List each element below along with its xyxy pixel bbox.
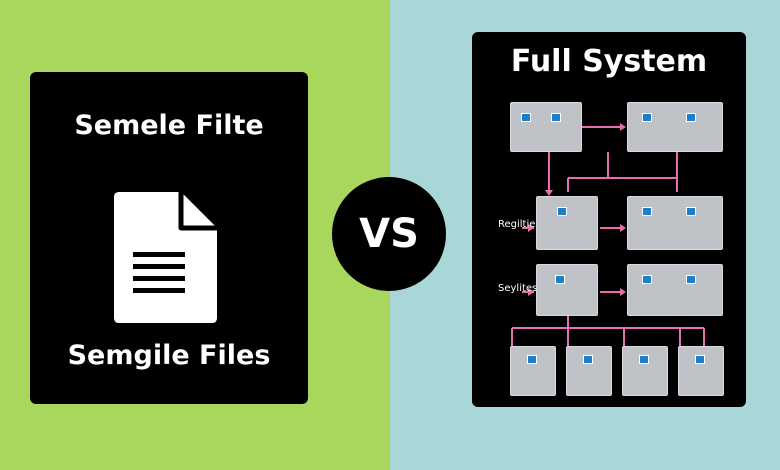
left-panel-caption: Semgile Files [67, 340, 271, 371]
arrowhead-down-left [545, 190, 553, 196]
file-icon [686, 207, 696, 216]
single-file-panel: Semele Filte Semgile Files [30, 72, 308, 404]
right-panel-title: Full System [510, 44, 708, 79]
arrowhead-row2 [620, 224, 626, 232]
system-node [678, 346, 724, 396]
left-panel-title: Semele Filte [74, 110, 264, 141]
connector-lines [511, 123, 705, 348]
system-node [510, 346, 556, 396]
file-icon [642, 207, 652, 216]
system-node [510, 102, 582, 152]
arrowhead-label2 [528, 288, 534, 296]
file-icon [551, 113, 561, 122]
full-system-panel: Full System [472, 32, 746, 407]
system-node [627, 196, 723, 250]
vs-label: VS [359, 211, 419, 257]
file-icon [639, 355, 649, 364]
document-icon [114, 192, 217, 323]
system-node [627, 102, 723, 152]
file-icon [686, 113, 696, 122]
arrowhead-row3 [620, 288, 626, 296]
arrowhead-top-row [620, 123, 626, 131]
file-icon [521, 113, 531, 122]
system-node [566, 346, 612, 396]
file-icon [642, 275, 652, 284]
system-node [536, 264, 598, 316]
file-icon [695, 355, 705, 364]
file-icon [686, 275, 696, 284]
arrowhead-label1 [528, 224, 534, 232]
side-label: Regilties [498, 219, 541, 230]
system-node [627, 264, 723, 316]
file-icon [583, 355, 593, 364]
system-node [622, 346, 668, 396]
side-label: Seylites [498, 283, 538, 294]
file-icon [555, 275, 565, 284]
file-icon [557, 207, 567, 216]
vs-badge: VS [332, 177, 446, 291]
system-node [536, 196, 598, 250]
file-icon [527, 355, 537, 364]
file-icon [642, 113, 652, 122]
